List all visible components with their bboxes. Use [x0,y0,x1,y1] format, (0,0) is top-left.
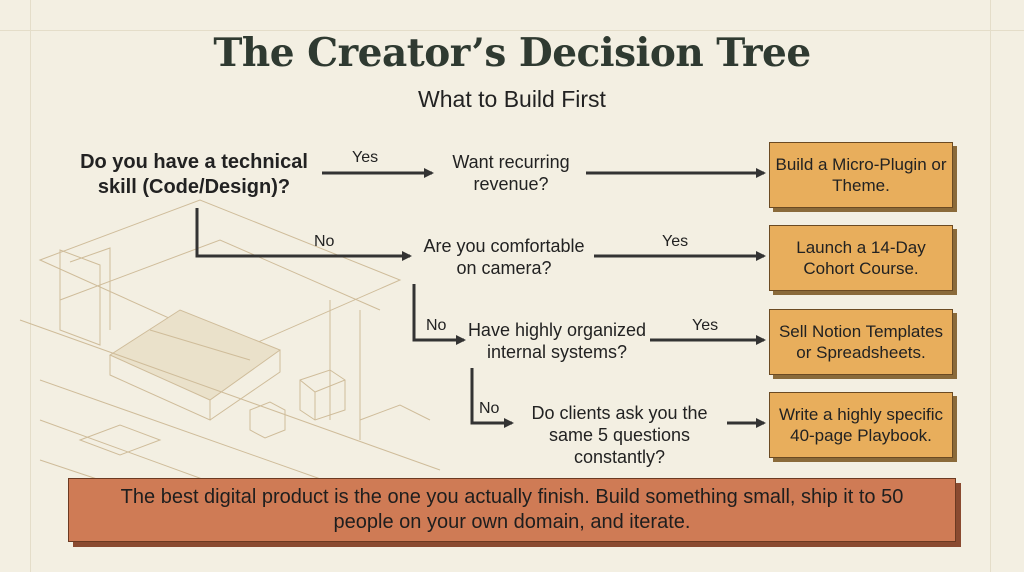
outcome-playbook: Write a highly specific 40-page Playbook… [769,392,953,458]
architectural-sketch [19,199,441,501]
footer-text: The best digital product is the one you … [120,486,904,533]
arrow-q3-no [412,284,466,345]
label-yes-1: Yes [352,149,379,166]
arrow-q4-no [470,368,514,428]
question-recurring-revenue: Want recurring revenue? [452,152,570,194]
outcome-notion-templates: Sell Notion Templates or Spreadsheets. [769,309,953,375]
page-subtitle: What to Build First [418,86,606,112]
outcome-micro-plugin: Build a Micro-Plugin or Theme. [769,142,953,208]
label-no-2: No [426,317,447,334]
frame-line-right [990,0,991,572]
question-client-questions: Do clients ask you the same 5 questions … [531,403,708,467]
frame-line-top [0,30,1024,31]
question-on-camera: Are you comfortable on camera? [423,236,585,278]
label-no-3: No [479,400,500,417]
footer-banner: The best digital product is the one you … [68,478,956,542]
outcome-cohort-course: Launch a 14-Day Cohort Course. [769,225,953,291]
frame-line-left [30,0,31,572]
label-yes-3: Yes [692,317,719,334]
label-no-1: No [314,233,335,250]
question-organized-systems: Have highly organized internal systems? [467,320,647,362]
question-technical-skill: Do you have a technical skill (Code/Desi… [80,151,308,198]
label-yes-2: Yes [662,233,689,250]
arrow-q1-no [195,208,412,261]
page-title: The Creator’s Decision Tree [213,30,811,76]
